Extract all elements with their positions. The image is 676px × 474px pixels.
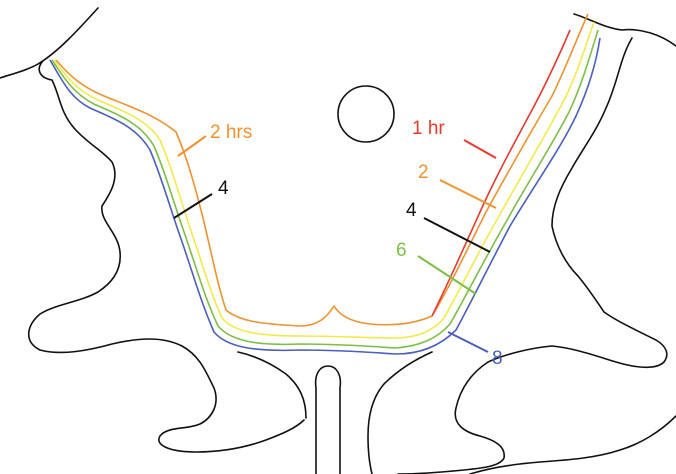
time-labels: 2 hrs 4 1 hr 2 4 6 8 [210,118,503,369]
label-pointers [174,136,496,352]
pointer-right-8 [448,332,488,352]
left-lobe-outline [29,62,304,452]
front-1hr-line [432,30,570,316]
label-2-right: 2 [418,162,429,183]
lower-right-curve [368,352,432,474]
label-2hrs-left: 2 hrs [210,122,252,143]
pointer-right-1hr [464,140,496,158]
label-1hr-right: 1 hr [412,118,445,139]
central-canal-circle [338,86,394,142]
upper-left-outline [0,8,98,78]
front-6hr-line [52,30,598,348]
front-2hr-line [56,14,588,326]
label-8-right: 8 [492,348,503,369]
right-lobe-outline [398,38,667,474]
lower-bottom-right [470,416,676,474]
label-6-right: 6 [396,240,407,261]
front-8hr-line [50,38,600,354]
upper-right-outline [574,14,676,46]
label-4-left: 4 [218,178,229,199]
median-fissure [316,366,341,474]
label-4-right: 4 [406,200,417,221]
front-4hr-line [54,22,594,338]
lower-left-curve [238,352,306,418]
diffusion-fronts [50,14,600,354]
